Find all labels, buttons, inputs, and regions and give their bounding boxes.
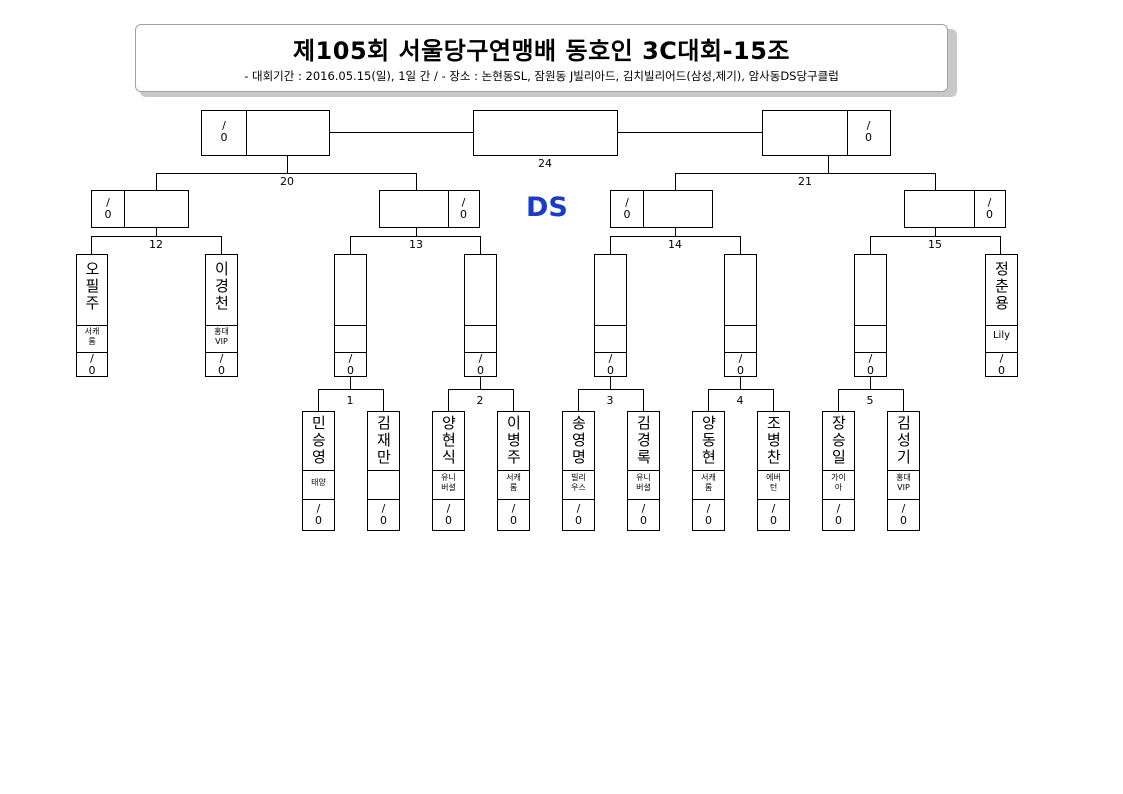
player-club: 유니버셜 [441,473,456,492]
player-name: 양동현 [702,414,716,466]
event-info: - 대회기간 : 2016.05.15(일), 1일 간 / - 장소 : 논현… [244,69,839,83]
match-number-4: 4 [736,394,744,407]
player-name: 이경천 [215,260,229,312]
winner-slot: /0 [464,254,497,377]
winner-slot: /0 [724,254,757,377]
score: /0 [835,502,842,527]
score: /0 [770,502,777,527]
player-name: 송영명 [572,414,586,466]
player-name: 이병주 [507,414,521,466]
player-name: 양현식 [442,414,456,466]
score: /0 [380,502,387,527]
player-card: 오필주 서캐롬 /0 [76,254,108,377]
match-number-5: 5 [866,394,874,407]
match-number-24: 24 [538,157,552,170]
player-club: 태양 [311,478,326,487]
player-card: 조병찬 에버턴 /0 [757,411,790,531]
score: /0 [640,502,647,527]
player-club: 유니버셜 [636,473,651,492]
player-card: 이경천 홍대VIP /0 [205,254,238,377]
score: /0 [220,119,228,144]
score: /0 [477,352,484,377]
player-card: 양동현 서캐롬 /0 [692,411,725,531]
score: /0 [998,352,1005,377]
player-name: 김성기 [897,414,911,466]
score: /0 [900,502,907,527]
score: /0 [88,352,96,377]
winner-slot: /0 [854,254,887,377]
match-number-2: 2 [476,394,484,407]
score: /0 [347,352,354,377]
match-number-15: 15 [928,238,942,251]
score: /0 [623,196,631,221]
ds-label: DS [526,192,568,223]
score: /0 [460,196,467,221]
score: /0 [607,352,614,377]
player-club: 서캐롬 [84,327,100,346]
score: /0 [575,502,582,527]
winner-slot: /0 [334,254,367,377]
match-number-3: 3 [606,394,614,407]
player-name: 오필주 [85,260,100,312]
player-card: 장승일 가이아 /0 [822,411,855,531]
player-name: 조병찬 [767,414,781,466]
player-card: 이병주 서캐롬 /0 [497,411,530,531]
score: /0 [867,352,874,377]
score: /0 [315,502,322,527]
final-winner-slot [473,110,618,156]
winner-slot: /0 [594,254,627,377]
match-number-14: 14 [668,238,682,251]
semifinal-slot: /0 [904,190,1006,228]
score: /0 [104,196,112,221]
semifinal-slot: /0 [379,190,480,228]
final-left-slot: /0 [201,110,330,156]
player-card: 민승영 태양 /0 [302,411,335,531]
player-club: 에버턴 [766,473,781,492]
player-card: 송영명 빌리우스 /0 [562,411,595,531]
score: /0 [737,352,744,377]
header-panel: 제105회 서울당구연맹배 동호인 3C대회-15조 - 대회기간 : 2016… [135,24,948,92]
score: /0 [510,502,517,527]
player-club: 가이아 [831,473,846,492]
player-club: 홍대VIP [896,473,911,492]
semifinal-slot: /0 [91,190,189,228]
score: /0 [986,196,993,221]
player-card: 김경록 유니버셜 /0 [627,411,660,531]
match-number-12: 12 [149,238,163,251]
player-name: 민승영 [312,414,326,466]
player-name: 김경록 [637,414,651,466]
match-number-13: 13 [409,238,423,251]
match-number-21: 21 [798,175,812,188]
final-right-slot: /0 [762,110,891,156]
player-card: 김성기 홍대VIP /0 [887,411,920,531]
player-club: Lily [992,330,1011,341]
player-club: 홍대VIP [214,327,229,346]
semifinal-slot: /0 [610,190,713,228]
player-card: 양현식 유니버셜 /0 [432,411,465,531]
player-card: 정춘용 Lily /0 [985,254,1018,377]
player-card: 김재만 /0 [367,411,400,531]
score: /0 [865,119,872,144]
match-number-1: 1 [346,394,354,407]
page-title: 제105회 서울당구연맹배 동호인 3C대회-15조 [292,37,791,65]
score: /0 [218,352,225,377]
match-number-20: 20 [280,175,294,188]
player-name: 김재만 [377,414,391,466]
score: /0 [445,502,452,527]
player-name: 장승일 [832,414,846,466]
player-name: 정춘용 [995,260,1009,312]
player-club: 서캐롬 [701,473,716,492]
score: /0 [705,502,712,527]
player-club: 서캐롬 [506,473,521,492]
player-club: 빌리우스 [571,473,586,492]
